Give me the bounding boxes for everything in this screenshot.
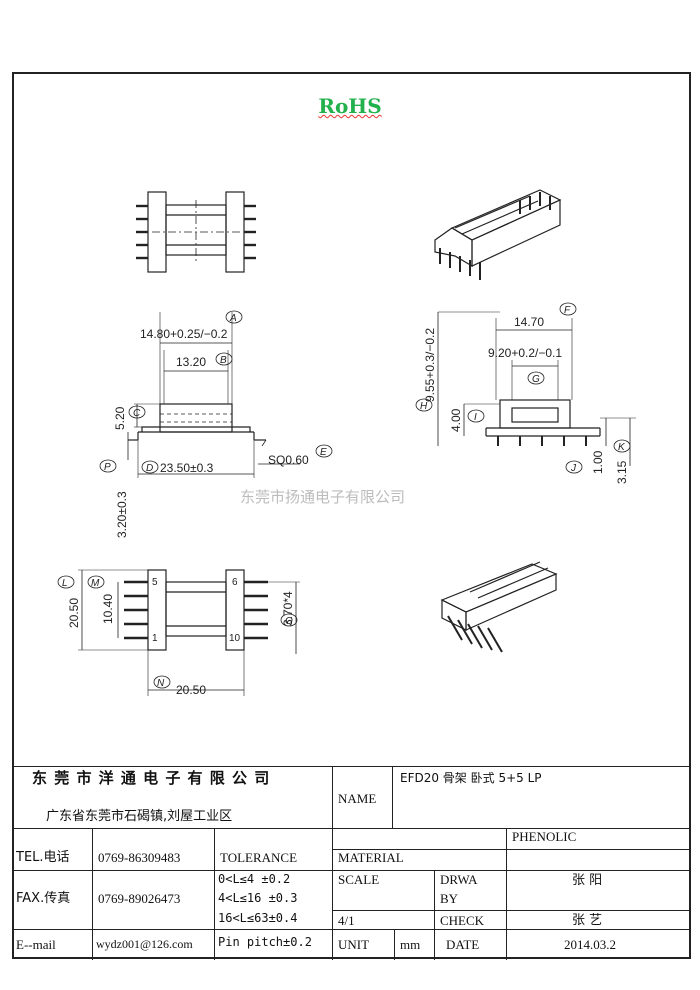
tolerance-label: TOLERANCE: [220, 850, 298, 865]
top-view-bobbin: [136, 191, 256, 273]
pin-number-1: 1: [152, 633, 158, 644]
watermark-text: 东莞市扬通电子有限公司: [240, 488, 405, 506]
balloon-i: I: [474, 412, 477, 423]
dim-i: 4.00: [449, 408, 463, 432]
tb-line: [12, 929, 691, 930]
side-view-bobbin: [437, 311, 636, 466]
dim-a: 14.80+0.25/−0.2: [140, 327, 228, 341]
dim-j: 1.00: [591, 450, 605, 474]
scale-value: 4/1: [338, 913, 355, 928]
title-block: 东 莞 市 洋 通 电 子 有 限 公 司 广东省东莞市石碣镇,刘屋工业区 NA…: [12, 766, 691, 960]
tel-label: TEL.电话: [16, 850, 70, 865]
date-value: 2014.03.2: [564, 937, 616, 952]
tb-line: [506, 828, 507, 870]
company-name: 东 莞 市 洋 通 电 子 有 限 公 司: [32, 769, 271, 787]
balloon-l: L: [62, 578, 68, 589]
tb-line: [332, 849, 691, 850]
pin-pitch-tolerance: Pin pitch±0.2: [218, 935, 312, 949]
fax-value: 0769-89026473: [98, 891, 181, 906]
balloon-h: H: [420, 401, 428, 412]
drawn-by-label: DRWA: [440, 872, 478, 887]
material-label: MATERIAL: [338, 850, 404, 865]
drawn-by-label-2: BY: [440, 891, 459, 906]
scale-label: SCALE: [338, 872, 380, 887]
dim-l: 20.50: [67, 598, 81, 628]
tb-line: [12, 870, 691, 871]
tolerance-range-1: 0<L≤4 ±0.2: [218, 872, 291, 886]
tel-value: 0769-86309483: [98, 850, 181, 865]
material-value: PHENOLIC: [512, 829, 577, 844]
balloon-p: P: [104, 462, 111, 473]
isometric-view-bottom: [440, 561, 558, 653]
unit-label: UNIT: [338, 937, 370, 952]
tb-line: [12, 828, 691, 829]
name-value: EFD20 骨架 卧式 5+5 LP: [400, 771, 542, 785]
balloon-c: C: [133, 408, 141, 419]
pin-number-10: 10: [229, 633, 241, 644]
check-value: 张 艺: [572, 913, 603, 928]
dim-b: 13.20: [176, 355, 206, 369]
balloon-j: J: [570, 463, 577, 474]
tb-line: [92, 828, 93, 960]
balloon-m: M: [91, 578, 100, 589]
email-label: E--mail: [16, 937, 56, 952]
drawn-by-value: 张 阳: [572, 873, 603, 888]
fax-label: FAX.传真: [16, 891, 71, 906]
dim-f: 14.70: [514, 315, 544, 329]
tb-line: [332, 767, 333, 960]
tb-line: [214, 828, 215, 960]
dim-n: 20.50: [176, 683, 206, 697]
dim-g: 9.20+0.2/−0.1: [488, 346, 562, 360]
tb-line: [332, 910, 691, 911]
balloon-e: E: [320, 447, 327, 458]
balloon-f: F: [564, 305, 571, 316]
tolerance-range-3: 16<L≤63±0.4: [218, 911, 298, 925]
dim-k: 3.15: [615, 460, 629, 484]
balloon-n: N: [157, 678, 165, 689]
dim-d: 23.50±0.3: [160, 461, 214, 475]
dim-e: SQ0.60: [268, 453, 309, 467]
dim-c: 5.20: [113, 406, 127, 430]
tb-line: [394, 929, 395, 960]
name-label: NAME: [338, 791, 377, 806]
company-address: 广东省东莞市石碣镇,刘屋工业区: [46, 809, 233, 824]
pin-number-5: 5: [152, 577, 158, 588]
balloon-k: K: [618, 442, 626, 453]
drawing-sheet-border: [12, 72, 691, 959]
dim-p: 3.20±0.3: [115, 491, 129, 538]
tb-line: [506, 870, 507, 960]
dim-m: 10.40: [101, 594, 115, 624]
bottom-view-bobbin: [78, 569, 300, 696]
front-view-bobbin: [127, 312, 300, 478]
tb-line: [392, 767, 393, 828]
balloon-o: O: [285, 616, 293, 627]
balloon-g: G: [532, 374, 540, 385]
check-label: CHECK: [440, 913, 485, 928]
balloon-b: B: [220, 355, 227, 366]
email-value: wydz001@126.com: [96, 937, 193, 951]
balloon-a: A: [229, 313, 237, 324]
tb-line: [434, 870, 435, 960]
unit-value: mm: [400, 937, 421, 952]
dim-h: 9.55+0.3/−0.2: [423, 328, 437, 402]
dim-o: 3.70*4: [281, 591, 295, 626]
isometric-view-top: [434, 189, 562, 280]
tolerance-range-2: 4<L≤16 ±0.3: [218, 891, 298, 905]
date-label: DATE: [446, 937, 480, 952]
balloon-d: D: [146, 463, 153, 474]
rohs-label: RoHS: [318, 94, 382, 118]
pin-number-6: 6: [232, 577, 238, 588]
technical-drawing: A B C D E P F G H I J K L M N O 14.80+0.…: [57, 189, 636, 697]
